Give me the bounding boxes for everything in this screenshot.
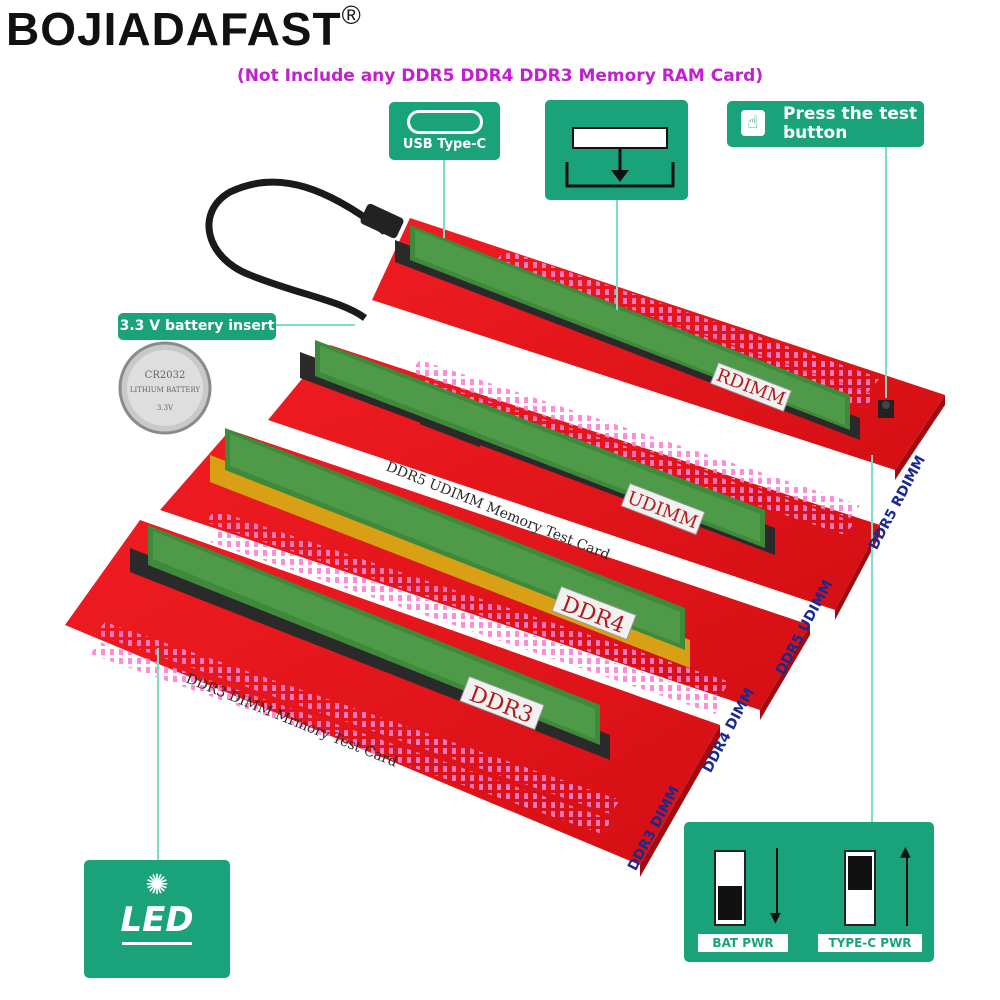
brand-name: BOJIADAFAST: [6, 3, 342, 55]
usb-c-port-icon: [406, 110, 483, 134]
hand-pointer-icon: ☝: [741, 110, 765, 136]
insert-arrow-icon: [565, 127, 675, 188]
power-switch-callout: ▼ BAT PWR ▲ TYPE-C PWR: [684, 822, 934, 962]
lightbulb-icon: ✺: [145, 868, 169, 901]
led-callout: ✺ LED: [84, 860, 230, 978]
bat-pwr-label: BAT PWR: [698, 934, 788, 952]
slot-insert-callout: [545, 100, 688, 200]
svg-text:CR2032: CR2032: [145, 370, 186, 381]
svg-text:LITHIUM BATTERY: LITHIUM BATTERY: [130, 386, 201, 394]
battery-insert-callout: 3.3 V battery insert: [118, 313, 276, 340]
svg-text:3.3V: 3.3V: [157, 404, 174, 412]
press-test-label: Press the test button: [783, 104, 918, 143]
typec-pwr-label: TYPE-C PWR: [818, 934, 922, 952]
usb-type-c-callout: USB Type-C: [389, 102, 500, 160]
usb-type-c-label: USB Type-C: [402, 137, 487, 152]
usb-plug: [360, 203, 404, 239]
up-arrow-icon: ▲: [900, 844, 911, 860]
typec-pwr-switch-icon: [844, 850, 876, 926]
registered-mark: ®: [341, 0, 362, 30]
usb-cable: [205, 178, 388, 321]
led-label: LED: [120, 900, 194, 940]
down-arrow-icon: ▼: [770, 910, 781, 926]
bat-pwr-switch-icon: [714, 850, 746, 926]
press-test-button-callout: ☝ Press the test button: [727, 101, 924, 147]
coin-cell-battery: CR2032 LITHIUM BATTERY 3.3V: [118, 341, 212, 435]
brand-logo: BOJIADAFAST®: [6, 2, 362, 55]
package-note: (Not Include any DDR5 DDR4 DDR3 Memory R…: [236, 66, 764, 86]
